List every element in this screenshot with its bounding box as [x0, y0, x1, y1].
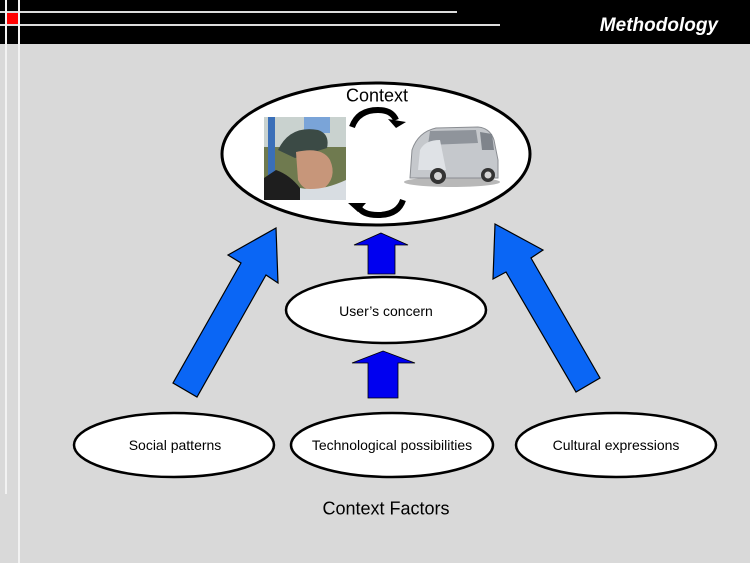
header-rule-top	[0, 11, 457, 13]
arrow-concern-to-context	[353, 232, 409, 275]
arrow-social-to-context	[172, 226, 279, 398]
header-bar	[0, 0, 750, 44]
factor-label-technological: Technological possibilities	[311, 437, 473, 453]
users-concern-label: User’s concern	[339, 303, 433, 319]
slide-title: Methodology	[599, 15, 718, 36]
factor-label-cultural: Cultural expressions	[552, 437, 680, 453]
red-accent-square	[7, 13, 18, 24]
left-rule-outer	[5, 0, 7, 494]
cultural-expressions-ellipse	[514, 411, 718, 479]
person-photo	[264, 117, 346, 200]
technological-possibilities-ellipse	[289, 411, 495, 479]
arrow-tech-to-concern	[351, 350, 416, 399]
social-patterns-ellipse	[72, 411, 276, 479]
context-factors-label: Context Factors	[322, 498, 450, 519]
cycle-arrow-top-icon	[349, 106, 406, 129]
arrow-cultural-to-context	[492, 223, 601, 393]
users-concern-ellipse	[284, 275, 488, 345]
cycle-arrow-bottom-icon	[348, 198, 406, 219]
left-rule-inner	[18, 0, 20, 563]
context-label: Context	[345, 85, 409, 106]
car-image	[404, 126, 500, 187]
header-rule-bottom	[0, 24, 500, 26]
factor-label-social: Social patterns	[128, 437, 222, 453]
